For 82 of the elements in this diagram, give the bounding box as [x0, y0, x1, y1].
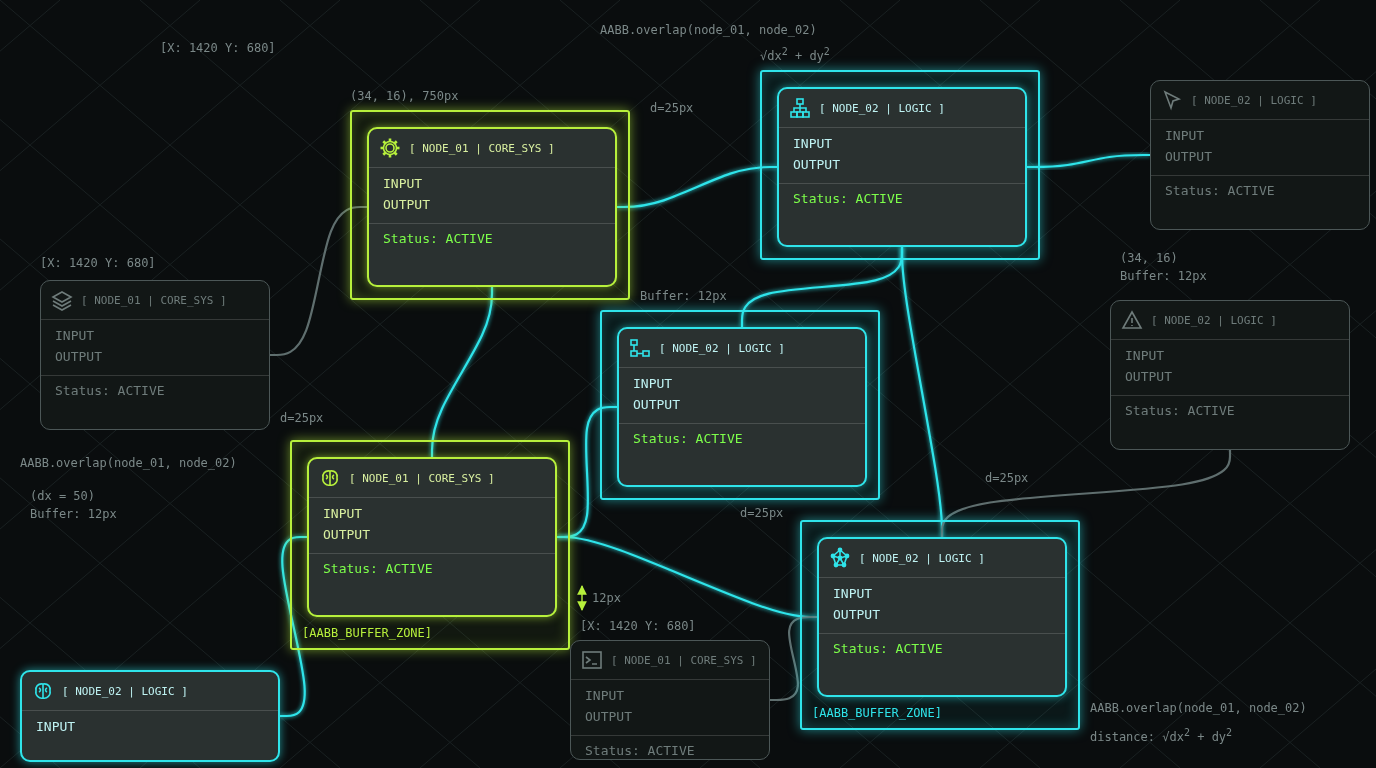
node-card [40, 280, 270, 430]
annotation-text: Buffer: 12px [640, 288, 727, 304]
node-card [570, 640, 770, 760]
status-label: Status: ACTIVE [1111, 395, 1349, 425]
buffer-zone [800, 520, 1080, 730]
annotation-text: (34, 16) [1120, 250, 1178, 266]
port-label: INPUT [832, 585, 874, 603]
connector [270, 205, 367, 357]
status-label: Status: ACTIVE [41, 375, 269, 405]
port-label: OUTPUT [584, 708, 633, 726]
status-label: Status: ACTIVE [571, 735, 769, 765]
node-card [817, 537, 1067, 697]
port-label: INPUT [382, 175, 424, 193]
connector [740, 247, 904, 327]
port-label: OUTPUT [832, 606, 881, 624]
port-label: INPUT [792, 135, 834, 153]
port-label: OUTPUT [632, 396, 681, 414]
port-label: INPUT [1124, 347, 1166, 365]
buffer-zone [290, 440, 570, 650]
annotation-text: d=25px [280, 410, 324, 426]
zone-label: [AABB_BUFFER_ZONE] [302, 626, 433, 640]
status-label: Status: ACTIVE [369, 223, 615, 253]
port-label: INPUT [1164, 127, 1206, 145]
annotation-text: (dx = 50) [30, 488, 96, 504]
annotation-text: AABB.overlap(node_01, node_02) [20, 455, 237, 471]
node-title: [ NODE_02 | LOGIC ] [659, 341, 785, 355]
node-card [617, 327, 867, 487]
port-label: INPUT [632, 375, 674, 393]
node-card [307, 457, 557, 617]
node-card [20, 670, 280, 762]
port-label: OUTPUT [54, 348, 103, 366]
annotation-text: d=25px [740, 505, 784, 521]
status-label: Status: ACTIVE [309, 553, 555, 583]
connector [430, 287, 494, 457]
annotation-text: [X: 1420 Y: 680] [580, 618, 696, 634]
port-label: INPUT [35, 718, 77, 736]
annotation-text: Buffer: 12px [1120, 268, 1207, 284]
connector [770, 615, 817, 702]
connector [1027, 153, 1150, 169]
node-card [777, 87, 1027, 247]
annotation-text: Buffer: 12px [30, 506, 117, 522]
node-title: [ NODE_01 | CORE_SYS ] [349, 471, 495, 485]
connector [617, 165, 777, 209]
node-title: [ NODE_02 | LOGIC ] [1151, 313, 1277, 327]
node-title: [ NODE_01 | CORE_SYS ] [611, 653, 757, 667]
status-label: Status: ACTIVE [1151, 175, 1369, 205]
zone-label: [AABB_BUFFER_ZONE] [812, 706, 943, 720]
node-title: [ NODE_01 | CORE_SYS ] [409, 141, 555, 155]
annotation-text: distance: √dx$^{2}$ + dy$^{2}$ [1090, 726, 1233, 745]
annotation-text: AABB.overlap(node_01, node_02) [600, 22, 817, 38]
connector [940, 450, 1232, 537]
port-label: INPUT [54, 327, 96, 345]
annotation-text: d=25px [650, 100, 694, 116]
port-label: INPUT [584, 687, 626, 705]
annotation-text: √dx$^{2}$ + dy$^{2}$ [760, 45, 830, 64]
node-card [367, 127, 617, 287]
node-card [1110, 300, 1350, 450]
annotation-text: 12px [592, 590, 621, 606]
port-label: INPUT [322, 505, 364, 523]
buffer-zone [350, 110, 630, 300]
annotation-text: AABB.overlap(node_01, node_02) [1090, 700, 1307, 716]
annotation-text: (34, 16), 750px [350, 88, 459, 104]
status-label: Status: ACTIVE [779, 183, 1025, 213]
port-label: OUTPUT [792, 156, 841, 174]
status-label: Status: ACTIVE [819, 633, 1065, 663]
node-title: [ NODE_02 | LOGIC ] [62, 684, 188, 698]
node-title: [ NODE_01 | CORE_SYS ] [81, 293, 227, 307]
buffer-zone [760, 70, 1040, 260]
buffer-zone [600, 310, 880, 500]
port-label: OUTPUT [1124, 368, 1173, 386]
annotation-text: d=25px [985, 470, 1029, 486]
node-title: [ NODE_02 | LOGIC ] [859, 551, 985, 565]
port-label: OUTPUT [382, 196, 431, 214]
port-label: OUTPUT [1164, 148, 1213, 166]
annotation-text: [X: 1420 Y: 680] [40, 255, 156, 271]
node-title: [ NODE_02 | LOGIC ] [819, 101, 945, 115]
port-label: OUTPUT [322, 526, 371, 544]
connector [280, 535, 307, 718]
node-card [1150, 80, 1370, 230]
annotation-text: [X: 1420 Y: 680] [160, 40, 276, 56]
status-label: Status: ACTIVE [619, 423, 865, 453]
node-title: [ NODE_02 | LOGIC ] [1191, 93, 1317, 107]
